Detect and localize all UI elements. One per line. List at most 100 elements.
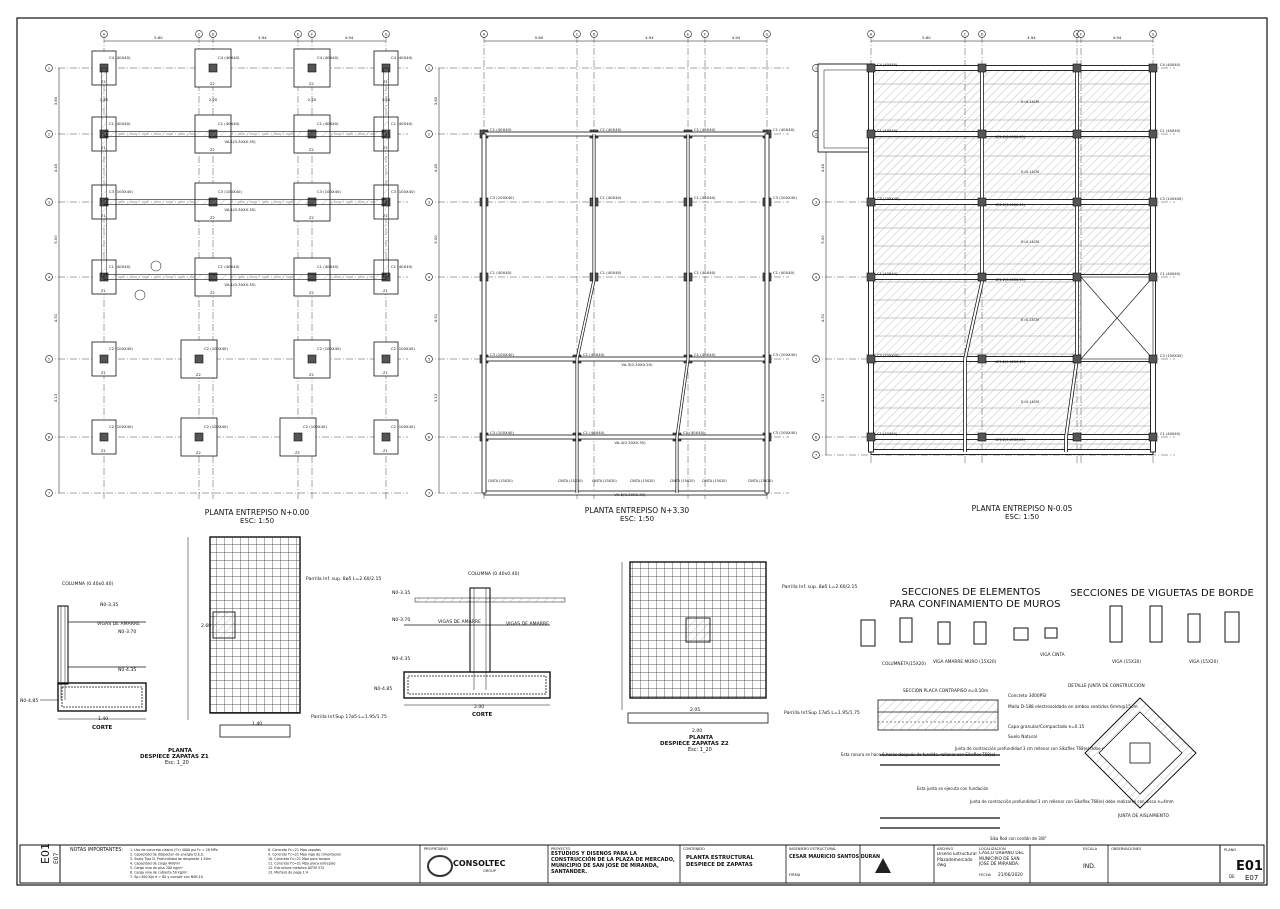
grid-bubble-label: 4	[48, 275, 51, 279]
grid-bubble	[812, 273, 820, 281]
dimension-text: 4.45	[820, 163, 825, 172]
z1-n3: N0-4.35	[118, 667, 136, 673]
z2-n3: N0-4.35	[392, 656, 410, 662]
z2-n2: N0-3.70	[392, 617, 410, 623]
column	[1148, 197, 1158, 207]
column-tag: C1 (40X40)	[490, 270, 512, 275]
column	[1148, 272, 1158, 282]
grid-bubble-label: 2	[815, 132, 817, 136]
cinta-label: CINTA (15X20)	[558, 479, 583, 483]
note-item: 4. Capacidad de carga 4kN/m²	[130, 862, 181, 866]
cinta-label: CINTA (15X20)	[702, 479, 727, 483]
z2-title: PLANTA	[689, 735, 714, 741]
footing-z1-section	[40, 605, 147, 720]
plan-1-title: PLANTA ENTREPISO N+0.00	[205, 508, 310, 517]
malla-label: Malla D-188 electrosoldada en ambos sent…	[1008, 704, 1138, 710]
grid-bubble-label: 4	[428, 275, 431, 279]
grid-bubble	[425, 433, 433, 441]
grid-bubble-label: 5	[48, 357, 50, 361]
column-tag: C4 (40X40)	[877, 63, 898, 67]
column-tag: C3 (100X40)	[218, 189, 242, 194]
footing-dim: 1.40	[382, 97, 391, 102]
note-item: 5. Carga viva de piso 200 kg/m²	[130, 866, 183, 870]
grid-bubble	[701, 30, 709, 38]
column-tag: C1 (40X40)	[490, 127, 512, 132]
dimension-text: 4.51	[433, 313, 438, 322]
column	[307, 63, 317, 73]
note-item: 8. Concreto f'c=21 Mpa zapatas	[268, 848, 321, 852]
dimension-text: 4.94	[732, 35, 741, 40]
column-tag: C3 (100X40)	[1160, 354, 1183, 358]
cinta-label: CINTA (15X20)	[748, 479, 773, 483]
logo-text: CONSOLTEC	[453, 859, 506, 868]
column	[293, 432, 303, 442]
beam-vertical	[1150, 67, 1156, 453]
fecha-label: FECHA	[979, 873, 992, 877]
note-item: 7. Sp=300 Kgr d = 80 y cumplir con NSR-1…	[130, 875, 203, 879]
footing-z2-section	[403, 587, 566, 706]
capa-label: Capa granular/Compactado e=0.15	[1008, 724, 1085, 730]
tie-beam	[103, 131, 387, 137]
z1-vigas-label: VIGAS DE AMARRE	[97, 621, 140, 627]
sec-label-1: COLUMNETA(15X20)	[882, 661, 926, 667]
footing-tag: Z1	[101, 289, 106, 293]
grid-bubble	[45, 489, 53, 497]
proyecto-text: ESTUDIOS Y DISEÑOS PARA LA CONSTRUCCIÓN …	[551, 851, 675, 875]
note-item: 10. Concreto f'c=21 Mpa para tanque	[268, 857, 330, 861]
grid-bubble	[812, 451, 820, 459]
junta-1: Junta de contracción profundidad 3 cm re…	[954, 746, 1159, 751]
column-tag: C3 (100X40)	[317, 189, 341, 194]
slab-thickness: E=0.14CM	[1021, 170, 1039, 174]
title-block	[19, 844, 1265, 884]
grid-bubble	[763, 30, 771, 38]
grid-bubble-label: 6	[48, 435, 51, 439]
column-tag: C1 (40X40)	[109, 264, 131, 269]
grid-bubble	[425, 355, 433, 363]
column	[977, 354, 987, 364]
note-item: 3. Suelo Tipo D, Profundidad de desplant…	[130, 857, 211, 861]
column-tag: C2 (100X40)	[391, 424, 415, 429]
column-tag: C4 (40X40)	[317, 55, 339, 60]
ingeniero-label: INGENIERO ESTRUCTURAL	[789, 847, 836, 851]
dimension-text: 4.51	[820, 313, 825, 322]
column-tag: C3 (100X40)	[773, 352, 797, 357]
logo-mark	[427, 855, 453, 877]
grid-bubble	[573, 30, 581, 38]
grid-bubble-label: C	[576, 33, 579, 37]
junta-aislamiento-title: JUNTA DE AISLAMIENTO	[1117, 813, 1170, 819]
grid-bubble	[867, 30, 875, 38]
fecha-value: 21/06/2020	[998, 872, 1023, 878]
footing-tag: Z2	[295, 451, 300, 455]
column-tag: C1 (40X40)	[877, 272, 898, 276]
slab-thickness: E=0.14CM	[1021, 318, 1039, 322]
beam-label: VE1-2(0.40X0.45)	[995, 360, 1026, 364]
column	[381, 354, 391, 364]
sheet-of-right: DE	[1229, 874, 1235, 879]
grid-bubble	[195, 30, 203, 38]
tie-beam	[103, 274, 387, 280]
escala-value: IND.	[1083, 863, 1096, 870]
z1-corte: CORTE	[92, 725, 112, 731]
grid-bubble-label: 6	[428, 435, 431, 439]
column-tag: C3 (100X40)	[391, 189, 415, 194]
column-tag: C4 (40X40)	[109, 55, 131, 60]
z1-title-2: DESPIECE ZAPATAS Z1	[140, 754, 209, 760]
column	[977, 197, 987, 207]
sheet-number-left: E01	[39, 843, 52, 864]
slab-thickness: E=0.14CM	[1021, 400, 1039, 404]
footing-tag: Z2	[196, 373, 201, 377]
column	[977, 272, 987, 282]
column	[866, 354, 876, 364]
dimension-text: 4.94	[345, 35, 354, 40]
grid-bubble-label: 1	[428, 66, 430, 70]
cinta-label: CINTA (15X20)	[630, 479, 655, 483]
grid-bubble	[45, 355, 53, 363]
column-tag: C1 (40X40)	[877, 432, 898, 436]
beam-label: VE1-2(0.40X0.45)	[995, 438, 1026, 442]
z1-parrilla-inf: Parrilla Inf.Sup 17ø5 L=1.95/1.75	[311, 714, 387, 720]
z2-vigas-label-2: VIGAS DE AMARRE	[506, 621, 549, 627]
sec-label-4: VIGA (15X30)	[1112, 659, 1141, 665]
footing-tag: Z1	[383, 289, 388, 293]
plan-1-scale: ESC: 1:50	[240, 517, 274, 525]
note-item: 6. Carga viva de cubierta 50 kg/m²	[130, 871, 188, 875]
